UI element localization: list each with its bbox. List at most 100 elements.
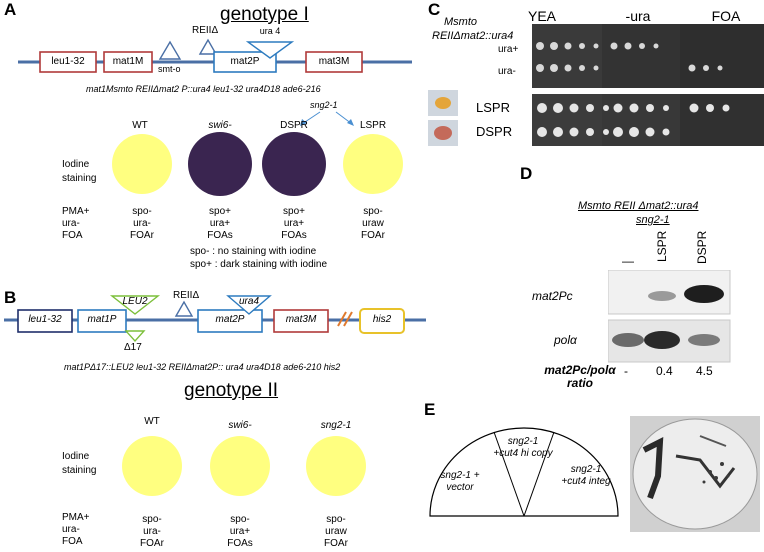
a-row-labels: PMA+ ura- FOA (62, 206, 90, 242)
a-pheno-dspr: spo+ura+FOAs (264, 206, 324, 242)
a-sng-label: sng2-1 (310, 100, 338, 110)
panel-b-locus-diagram (4, 295, 426, 343)
a-pheno-swi6: spo+ura+FOAs (190, 206, 250, 242)
e-sector-integ: sng2-1 +cut4 integ (556, 464, 616, 488)
b-d17-label: Δ17 (124, 342, 142, 353)
a-iodine-label: Iodine staining (62, 159, 97, 184)
panel-a-title: genotype I (220, 4, 309, 25)
d-lane-dspr: DSPR (695, 230, 709, 264)
b-pheno-swi6-3: FOAs (227, 538, 253, 549)
b-circle-sng2 (306, 436, 366, 496)
d-row-mat2pc: mat2Pc (532, 289, 573, 303)
e-sector-hi-copy-2: +cut4 hi copy (493, 448, 553, 459)
b-row-ura: ura- (62, 524, 80, 535)
a-circle-wt (112, 134, 172, 194)
a-col-wt: WT (132, 120, 148, 131)
d-header-strain: Msmto REII Δmat2::ura4 (578, 200, 699, 212)
panel-c-letter: C (428, 0, 441, 19)
d-ratio-3: 4.5 (696, 364, 713, 378)
b-iodine-circles (122, 436, 366, 496)
b-pheno-swi6-1: spo- (230, 514, 250, 525)
e-plate-diagram (429, 427, 619, 517)
a-ura4-label: ura 4 (259, 26, 281, 36)
c-plate-ura-bottom (602, 94, 688, 146)
a-row-ura: ura- (62, 218, 80, 229)
e-sector-vector: sng2-1 + vector (430, 470, 490, 494)
a-pheno-swi6-3: FOAs (207, 230, 233, 241)
c-row-ura-plus: ura+ (498, 44, 519, 55)
e-plate-photo (630, 416, 760, 532)
a-mat1m-box-label: mat1M (112, 56, 144, 67)
b-pheno-wt: spo-ura-FOAr (122, 514, 182, 550)
panel-d-letter: D (520, 164, 533, 183)
a-circle-lspr (343, 134, 403, 194)
a-iodine-circles (112, 132, 403, 196)
a-pheno-wt-1: spo- (132, 206, 152, 217)
a-mat3m-box-label: mat3M (318, 56, 350, 67)
d-header-sng2: sng2-1 (636, 214, 670, 226)
e-sector-hi-copy-1: sng2-1 (507, 436, 539, 447)
b-pheno-wt-2: ura- (143, 526, 161, 537)
b-rei-label: REIIΔ (173, 290, 200, 301)
e-sector-hi-copy: sng2-1 +cut4 hi copy (490, 436, 556, 460)
a-mat2p-box-label: mat2P (230, 56, 260, 67)
a-legend-1: spo- : no staining with iodine (190, 246, 317, 257)
a-pheno-swi6-2: ura+ (209, 218, 231, 229)
a-col-dspr: DSPR (280, 120, 308, 131)
a-pheno-dspr-1: spo+ (283, 206, 305, 217)
panel-b-letter: B (4, 288, 17, 307)
b-pheno-wt-3: FOAr (140, 538, 164, 549)
c-plate-ura-top (602, 24, 688, 88)
panel-b-title: genotype II (184, 380, 279, 401)
a-pheno-lspr-3: FOAr (361, 230, 385, 241)
a-pheno-dspr-3: FOAs (281, 230, 307, 241)
a-sng-arrows (300, 111, 354, 126)
b-leu2-label: LEU2 (122, 296, 148, 307)
b-mat3m-box-label: mat3M (285, 314, 317, 325)
a-row-pma: PMA+ (62, 206, 90, 217)
a-col-lspr: LSPR (359, 120, 387, 131)
b-ura4-label: ura4 (238, 296, 259, 307)
d-lane-dash: — (622, 254, 634, 268)
a-legend-2: spo+ : dark staining with iodine (190, 259, 328, 270)
a-pheno-dspr-2: ura+ (283, 218, 305, 229)
a-col-swi6: swi6- (208, 120, 232, 131)
b-mat1p-box-label: mat1P (87, 314, 117, 325)
a-leu1-box-label: leu1-32 (51, 56, 85, 67)
b-circle-wt (122, 436, 182, 496)
b-col-sng2: sng2-1 (320, 420, 352, 431)
b-pheno-swi6: spo-ura+FOAs (210, 514, 270, 550)
b-row-labels: PMA+ ura- FOA (62, 512, 90, 548)
c-row-dspr: DSPR (476, 124, 513, 139)
b-row-pma: PMA+ (62, 512, 90, 523)
b-col-swi6: swi6- (228, 420, 252, 431)
panel-a-locus-diagram (18, 38, 412, 73)
c-plate-photos (428, 24, 764, 146)
b-circle-swi6 (210, 436, 270, 496)
b-pheno-sng2-3: FOAr (324, 538, 348, 549)
a-row-foa: FOA (62, 230, 83, 241)
b-pheno-sng2-1: spo- (326, 514, 346, 525)
a-pheno-wt-3: FOAr (130, 230, 154, 241)
a-smt-label: smt-o (158, 64, 181, 74)
d-ratio-label: mat2Pc/polα ratio (544, 363, 616, 390)
b-genotype-string: mat1PΔ17::LEU2 leu1-32 REIIΔmat2P:: ura4… (64, 362, 341, 372)
e-sector-integ-2: +cut4 integ (561, 476, 611, 487)
d-ratio-2: 0.4 (656, 364, 673, 378)
b-leu1-box-label: leu1-32 (28, 314, 62, 325)
b-row-foa: FOA (62, 536, 83, 547)
panel-a-letter: A (4, 0, 17, 19)
c-row-lspr: LSPR (476, 100, 510, 115)
b-his2-box-label: his2 (372, 314, 392, 325)
a-pheno-lspr-1: spo- (363, 206, 383, 217)
c-media-yea: YEA (527, 8, 556, 24)
c-media-foa: FOA (711, 8, 741, 24)
d-row-pola: polα (554, 333, 577, 347)
d-lane-lspr: LSPR (655, 230, 669, 262)
e-sector-vector-text: sng2-1 + vector (440, 470, 480, 493)
d-blot-images (608, 270, 731, 363)
b-iodine-label: Iodine staining (62, 451, 97, 476)
c-strain-line1: Msmto (444, 16, 477, 28)
b-mat2p-box-label: mat2P (215, 314, 245, 325)
